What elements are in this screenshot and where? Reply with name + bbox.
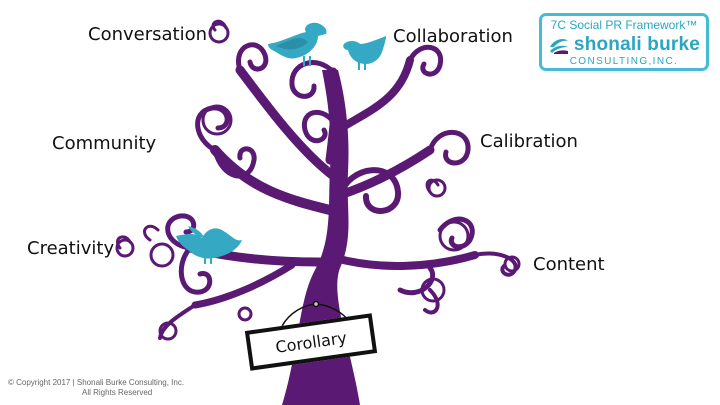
logo-row: shonali burke [542,33,706,55]
sign-label: Corollary [274,327,348,357]
branch-label-collaboration: Collaboration [393,26,513,47]
tree-flourishes [115,22,521,341]
logo-framework-title: 7C Social PR Framework™ [550,18,698,32]
branch-label-calibration: Calibration [480,131,578,152]
copyright-notice: © Copyright 2017 | Shonali Burke Consult… [8,378,184,398]
brand-logo: 7C Social PR Framework™ shonali burke CO… [539,13,709,71]
sign-hanger [281,300,351,327]
rights-line: All Rights Reserved [82,388,153,397]
branch-label-community: Community [52,133,157,154]
bird-right-icon [343,36,386,70]
logo-brand-name: shonali burke [573,33,701,55]
bird-left-icon [268,22,327,66]
tree-branches [185,56,479,309]
logo-subbrand: CONSULTING,INC. [569,56,679,68]
copyright-line: © Copyright 2017 | Shonali Burke Consult… [8,378,185,387]
branch-label-creativity: Creativity [27,238,115,259]
bird-bottom-icon [176,226,242,264]
branch-label-conversation: Conversation [88,24,208,45]
branch-label-content: Content [533,254,605,275]
logo-mark-icon [549,39,568,55]
tree-swirls [116,19,518,340]
